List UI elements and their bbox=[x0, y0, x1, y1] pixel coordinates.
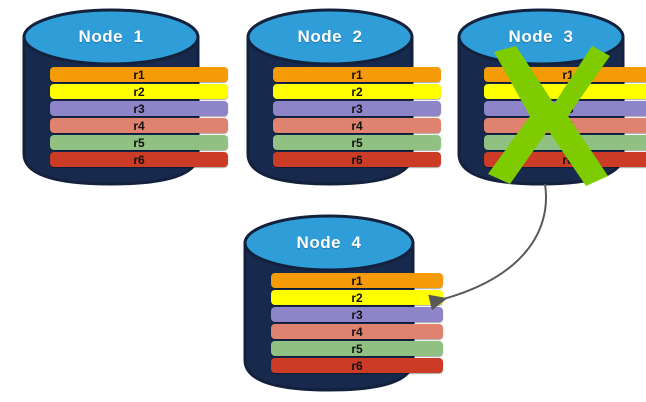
row-r6[interactable]: r6 bbox=[50, 152, 228, 167]
row-label: r3 bbox=[351, 101, 363, 116]
row-r2[interactable]: r2 bbox=[50, 84, 228, 99]
row-label: r6 bbox=[133, 152, 145, 167]
row-r5[interactable]: r5 bbox=[271, 341, 443, 356]
row-label: r4 bbox=[351, 118, 363, 133]
row-r6[interactable]: r6 bbox=[484, 152, 646, 167]
row-r4[interactable]: r4 bbox=[271, 324, 443, 339]
row-r1[interactable]: r1 bbox=[271, 273, 443, 288]
row-label: r4 bbox=[351, 324, 363, 339]
row-r2[interactable]: r2 bbox=[273, 84, 441, 99]
row-r1[interactable]: r1 bbox=[273, 67, 441, 82]
row-r1[interactable]: r1 bbox=[484, 67, 646, 82]
node-4-rows: r1 r2 r3 r4 r5 r6 bbox=[243, 273, 471, 373]
node-2[interactable]: Node 2 r1 r2 r3 r4 r5 r6 bbox=[246, 6, 441, 186]
row-label: r1 bbox=[351, 67, 363, 82]
row-label: r5 bbox=[351, 135, 363, 150]
row-r4[interactable]: r4 bbox=[50, 118, 228, 133]
row-r3[interactable]: r3 bbox=[50, 101, 228, 116]
row-label: r1 bbox=[351, 273, 363, 288]
row-r4[interactable]: r4 bbox=[273, 118, 441, 133]
node-1[interactable]: Node 1 r1 r2 r3 r4 r5 r6 bbox=[22, 6, 228, 186]
row-r3[interactable]: r3 bbox=[273, 101, 441, 116]
node-2-rows: r1 r2 r3 r4 r5 r6 bbox=[246, 67, 468, 167]
row-label: r3 bbox=[351, 307, 363, 322]
row-r6[interactable]: r6 bbox=[273, 152, 441, 167]
row-r5[interactable]: r5 bbox=[484, 135, 646, 150]
row-label: r4 bbox=[133, 118, 145, 133]
row-label: r1 bbox=[562, 67, 574, 82]
row-r3[interactable]: r3 bbox=[271, 307, 443, 322]
node-3-rows: r1 r2 r3 r4 r5 r6 bbox=[457, 67, 646, 167]
node-4[interactable]: Node 4 r1 r2 r3 r4 r5 r6 bbox=[243, 212, 443, 392]
row-label: r3 bbox=[133, 101, 145, 116]
row-label: r2 bbox=[562, 84, 574, 99]
node-3[interactable]: Node 3 r1 r2 r3 r4 r5 r6 bbox=[457, 6, 646, 186]
node-1-rows: r1 r2 r3 r4 r5 r6 bbox=[22, 67, 256, 167]
row-label: r1 bbox=[133, 67, 145, 82]
row-label: r2 bbox=[351, 290, 363, 305]
row-label: r4 bbox=[562, 118, 574, 133]
row-label: r5 bbox=[562, 135, 574, 150]
row-r2[interactable]: r2 bbox=[484, 84, 646, 99]
row-label: r6 bbox=[351, 152, 363, 167]
row-r1[interactable]: r1 bbox=[50, 67, 228, 82]
row-label: r6 bbox=[562, 152, 574, 167]
row-label: r3 bbox=[562, 101, 574, 116]
row-label: r2 bbox=[133, 84, 145, 99]
row-r4[interactable]: r4 bbox=[484, 118, 646, 133]
row-label: r6 bbox=[351, 358, 363, 373]
row-r6[interactable]: r6 bbox=[271, 358, 443, 373]
row-label: r5 bbox=[351, 341, 363, 356]
row-r3[interactable]: r3 bbox=[484, 101, 646, 116]
row-label: r2 bbox=[351, 84, 363, 99]
row-r5[interactable]: r5 bbox=[50, 135, 228, 150]
row-r5[interactable]: r5 bbox=[273, 135, 441, 150]
row-r2[interactable]: r2 bbox=[271, 290, 443, 305]
row-label: r5 bbox=[133, 135, 145, 150]
